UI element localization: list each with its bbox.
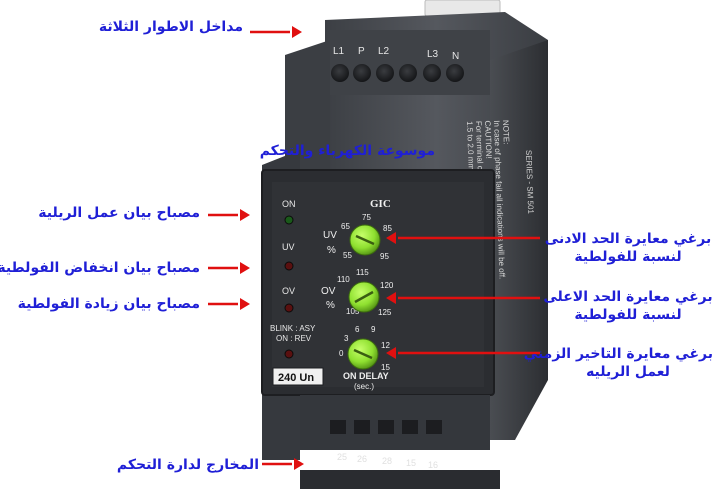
bottom-base: [300, 470, 500, 489]
arrow-head-left: [386, 292, 396, 304]
dial-scale: 3: [344, 334, 349, 343]
dial-scale: 95: [380, 252, 389, 261]
arrow-head-right: [240, 262, 250, 274]
dial-unit: %: [326, 300, 335, 311]
dial-scale: 15: [381, 363, 390, 372]
dial-scale: 55: [343, 251, 352, 260]
dial-name: OV: [321, 286, 336, 297]
bottom-terminal-block: [300, 395, 490, 450]
dial-scale: 65: [341, 222, 350, 231]
dial-unit: (sec.): [354, 382, 374, 391]
label-relay-on-lamp: مصباح بيان عمل الريلية: [38, 205, 200, 221]
dial-scale: 110: [337, 275, 350, 284]
arrow-head-right: [294, 458, 304, 470]
label-line: لعمل الريليه: [586, 364, 670, 380]
label-line: لنسبة للفولطية: [574, 307, 682, 323]
top-screw: [446, 64, 464, 82]
dial-scale: 9: [371, 325, 376, 334]
top-screw: [399, 64, 417, 82]
arrow-head-left: [386, 232, 396, 244]
model-label: 240 Un: [278, 372, 314, 384]
delay-dial: 3 6 9 12 0 15 ON DELAY (sec.): [339, 325, 390, 391]
arrow-head-right: [292, 26, 302, 38]
label-max-voltage-screw: برغي معايرة الحد الاعلى لنسبة للفولطية: [543, 288, 713, 324]
terminal-label: 26: [357, 454, 367, 464]
led-label-on: ON: [282, 199, 296, 209]
label-undervoltage-lamp: مصباح بيان انخفاض الفولطية: [0, 260, 200, 276]
bottom-slots: [330, 420, 442, 434]
dial-unit: %: [327, 245, 336, 256]
bottom-slot: [330, 420, 346, 434]
label-delay-screw: برغي معايرة التاخير الزمني لعمل الريليه: [523, 345, 713, 381]
led-ov: [284, 303, 294, 313]
led-uv: [284, 261, 294, 271]
model-box: [272, 367, 324, 386]
side-note: CAUTION!: [483, 120, 493, 159]
terminal-label: L3: [427, 49, 439, 60]
dial-name: ON DELAY: [343, 371, 389, 381]
dial-scale: 125: [378, 308, 392, 317]
top-screws: [331, 64, 464, 82]
housing-side: [490, 40, 548, 440]
label-line: برغي معايرة التاخير الزمني: [523, 346, 713, 362]
dial-scale: 85: [383, 224, 392, 233]
led-on: [284, 215, 294, 225]
label-line: برغي معايرة الحد الادنى: [544, 231, 712, 247]
led-rev: [284, 349, 294, 359]
top-screw: [353, 64, 371, 82]
top-screw: [423, 64, 441, 82]
side-note: NOTE:: [501, 120, 511, 145]
label-line: لنسبة للفولطية: [574, 249, 682, 265]
dial-name: UV: [323, 230, 337, 241]
terminal-label: 25: [337, 452, 347, 462]
uv-knob-slot: [355, 234, 375, 246]
brand-label: GIC: [370, 198, 391, 210]
arrow-head-right: [240, 209, 250, 221]
bottom-slot: [426, 420, 442, 434]
bottom-slot: [354, 420, 370, 434]
bottom-slot: [402, 420, 418, 434]
label-power-control: موسوعة الكهرباء والتحكم: [259, 143, 435, 159]
terminal-label: 16: [428, 460, 438, 470]
dial-scale: 120: [380, 281, 394, 290]
ov-knob-slot: [354, 290, 374, 304]
dial-scale: 0: [339, 349, 344, 358]
led-label-ov: OV: [282, 286, 295, 296]
dial-scale: 6: [355, 325, 360, 334]
delay-knob-slot: [353, 348, 373, 360]
top-terminal-block: [330, 30, 490, 95]
label-three-phase-inputs: مداخل الاطوار الثلاثة: [98, 19, 243, 35]
uv-dial: UV % 65 75 85 55 95: [323, 213, 392, 261]
arrows: [208, 26, 540, 470]
arrow-head-right: [240, 298, 250, 310]
terminal-label: 15: [406, 458, 416, 468]
terminal-label: L1: [333, 46, 345, 57]
housing-step: [285, 40, 330, 185]
ov-dial: OV % 110 115 120 105 125: [321, 268, 394, 317]
dial-scale: 105: [346, 307, 360, 316]
label-min-voltage-screw: برغي معايرة الحد الادنى لنسبة للفولطية: [543, 230, 713, 266]
top-screw: [331, 64, 349, 82]
dial-scale: 115: [356, 268, 369, 277]
terminal-label: 28: [382, 456, 392, 466]
blink-note: ON : REV: [276, 334, 312, 343]
terminal-label: P: [358, 46, 365, 57]
led-column: ON UV OV BLINK : ASY ON : REV: [270, 199, 316, 359]
dial-scale: 75: [362, 213, 371, 222]
dial-scale: 12: [381, 341, 390, 350]
series-label: SERIES - SM 501: [524, 150, 535, 215]
terminal-label: N: [452, 51, 459, 62]
top-screw: [376, 64, 394, 82]
led-label-uv: UV: [282, 242, 295, 252]
terminal-label: L2: [378, 46, 390, 57]
label-overvoltage-lamp: مصباح بيان زيادة الفولطية: [17, 296, 200, 312]
blink-note: BLINK : ASY: [270, 324, 316, 333]
bottom-slot: [378, 420, 394, 434]
arrow-head-left: [386, 347, 396, 359]
label-control-outputs: المخارج لدارة التحكم: [116, 457, 259, 473]
label-line: برغي معايرة الحد الاعلى: [543, 289, 713, 305]
